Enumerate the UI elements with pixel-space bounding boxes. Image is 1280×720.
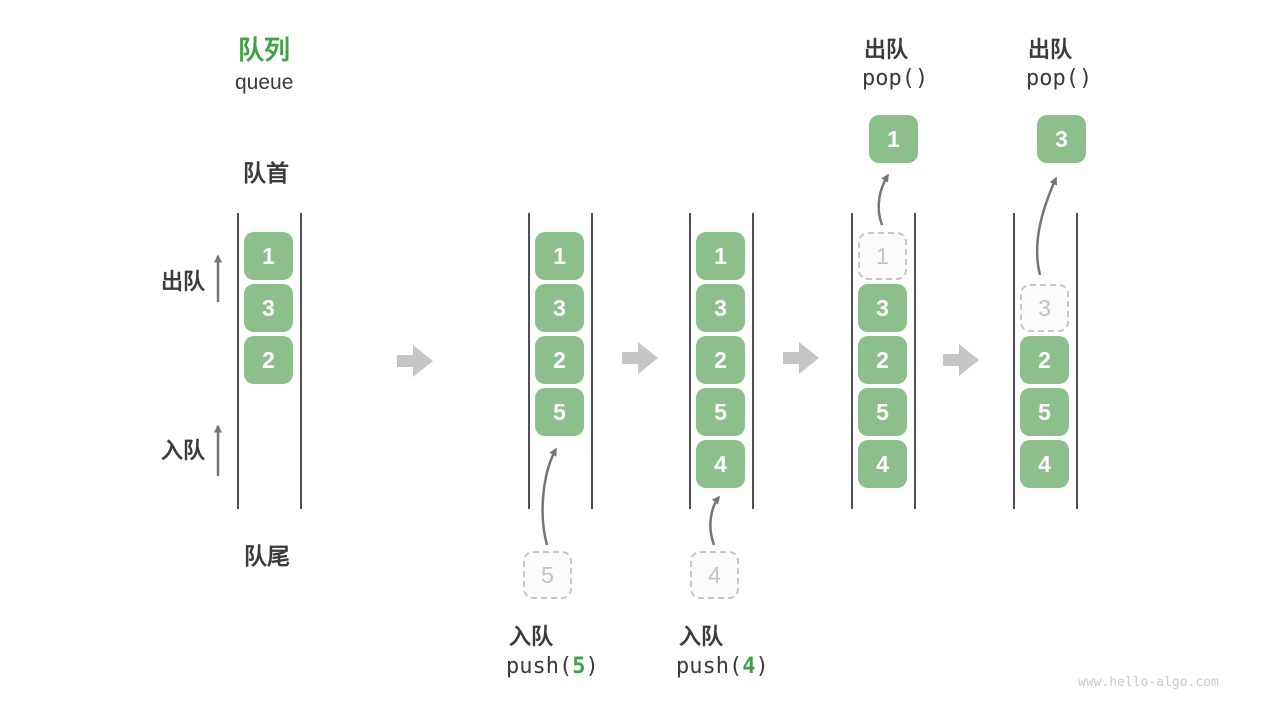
queue-cell: 2 <box>1020 336 1069 384</box>
channel-wall <box>528 213 530 509</box>
pop2-code: pop() <box>1026 66 1093 91</box>
ghost-element: 3 <box>1020 284 1069 332</box>
channel-wall <box>851 213 853 509</box>
queue-cell: 4 <box>1020 440 1069 488</box>
dequeue-side-label: 出队 <box>161 269 206 294</box>
pop1-flow-arrow-icon <box>877 173 890 226</box>
diagram-title-zh: 队列 <box>238 35 291 65</box>
queue-rear-label: 队尾 <box>244 543 290 569</box>
queue-cell: 3 <box>244 284 293 332</box>
channel-wall <box>1013 213 1015 509</box>
push5-code: push(5) <box>506 654 599 679</box>
queue-cell: 3 <box>535 284 584 332</box>
staged-element: 4 <box>690 551 739 599</box>
push4-arg: 4 <box>742 654 756 679</box>
push5-flow-arrow-icon <box>541 447 558 546</box>
queue-cell: 1 <box>535 232 584 280</box>
channel-wall <box>752 213 754 509</box>
watermark: www.hello-algo.com <box>1078 675 1219 690</box>
queue-cell: 2 <box>696 336 745 384</box>
transition-arrow-icon <box>783 342 819 374</box>
channel-wall <box>1076 213 1078 509</box>
queue-cell: 4 <box>858 440 907 488</box>
push5-fn: push( <box>506 654 573 679</box>
staged-element: 5 <box>523 551 572 599</box>
push4-fn: push( <box>676 654 743 679</box>
enqueue-side-label: 入队 <box>161 438 206 463</box>
queue-front-label: 队首 <box>243 160 289 186</box>
queue-cell: 1 <box>244 232 293 280</box>
queue-cell: 2 <box>535 336 584 384</box>
push4-label: 入队 <box>679 624 724 649</box>
channel-wall <box>591 213 593 509</box>
channel-wall <box>237 213 239 509</box>
queue-cell: 1 <box>696 232 745 280</box>
pop2-label: 出队 <box>1028 37 1073 62</box>
push4-code: push(4) <box>676 654 769 679</box>
popped-element: 1 <box>869 115 918 163</box>
diagram-title-en: queue <box>235 71 294 94</box>
ghost-element: 1 <box>858 232 907 280</box>
queue-cell: 5 <box>1020 388 1069 436</box>
transition-arrow-icon <box>397 345 433 377</box>
pop1-label: 出队 <box>864 37 909 62</box>
push4-flow-arrow-icon <box>709 495 721 546</box>
queue-cell: 5 <box>696 388 745 436</box>
channel-wall <box>914 213 916 509</box>
queue-cell: 3 <box>696 284 745 332</box>
transition-arrow-icon <box>622 342 658 374</box>
pop2-flow-arrow-icon <box>1035 176 1058 276</box>
queue-cell: 5 <box>858 388 907 436</box>
push5-arg: 5 <box>572 654 586 679</box>
popped-element: 3 <box>1037 115 1086 163</box>
queue-cell: 5 <box>535 388 584 436</box>
queue-cell: 3 <box>858 284 907 332</box>
transition-arrow-icon <box>943 344 979 376</box>
pop1-code: pop() <box>862 66 929 91</box>
push5-close: ) <box>585 654 599 679</box>
channel-wall <box>689 213 691 509</box>
queue-cell: 4 <box>696 440 745 488</box>
push4-close: ) <box>755 654 769 679</box>
push5-label: 入队 <box>509 624 554 649</box>
queue-cell: 2 <box>858 336 907 384</box>
queue-cell: 2 <box>244 336 293 384</box>
channel-wall <box>300 213 302 509</box>
